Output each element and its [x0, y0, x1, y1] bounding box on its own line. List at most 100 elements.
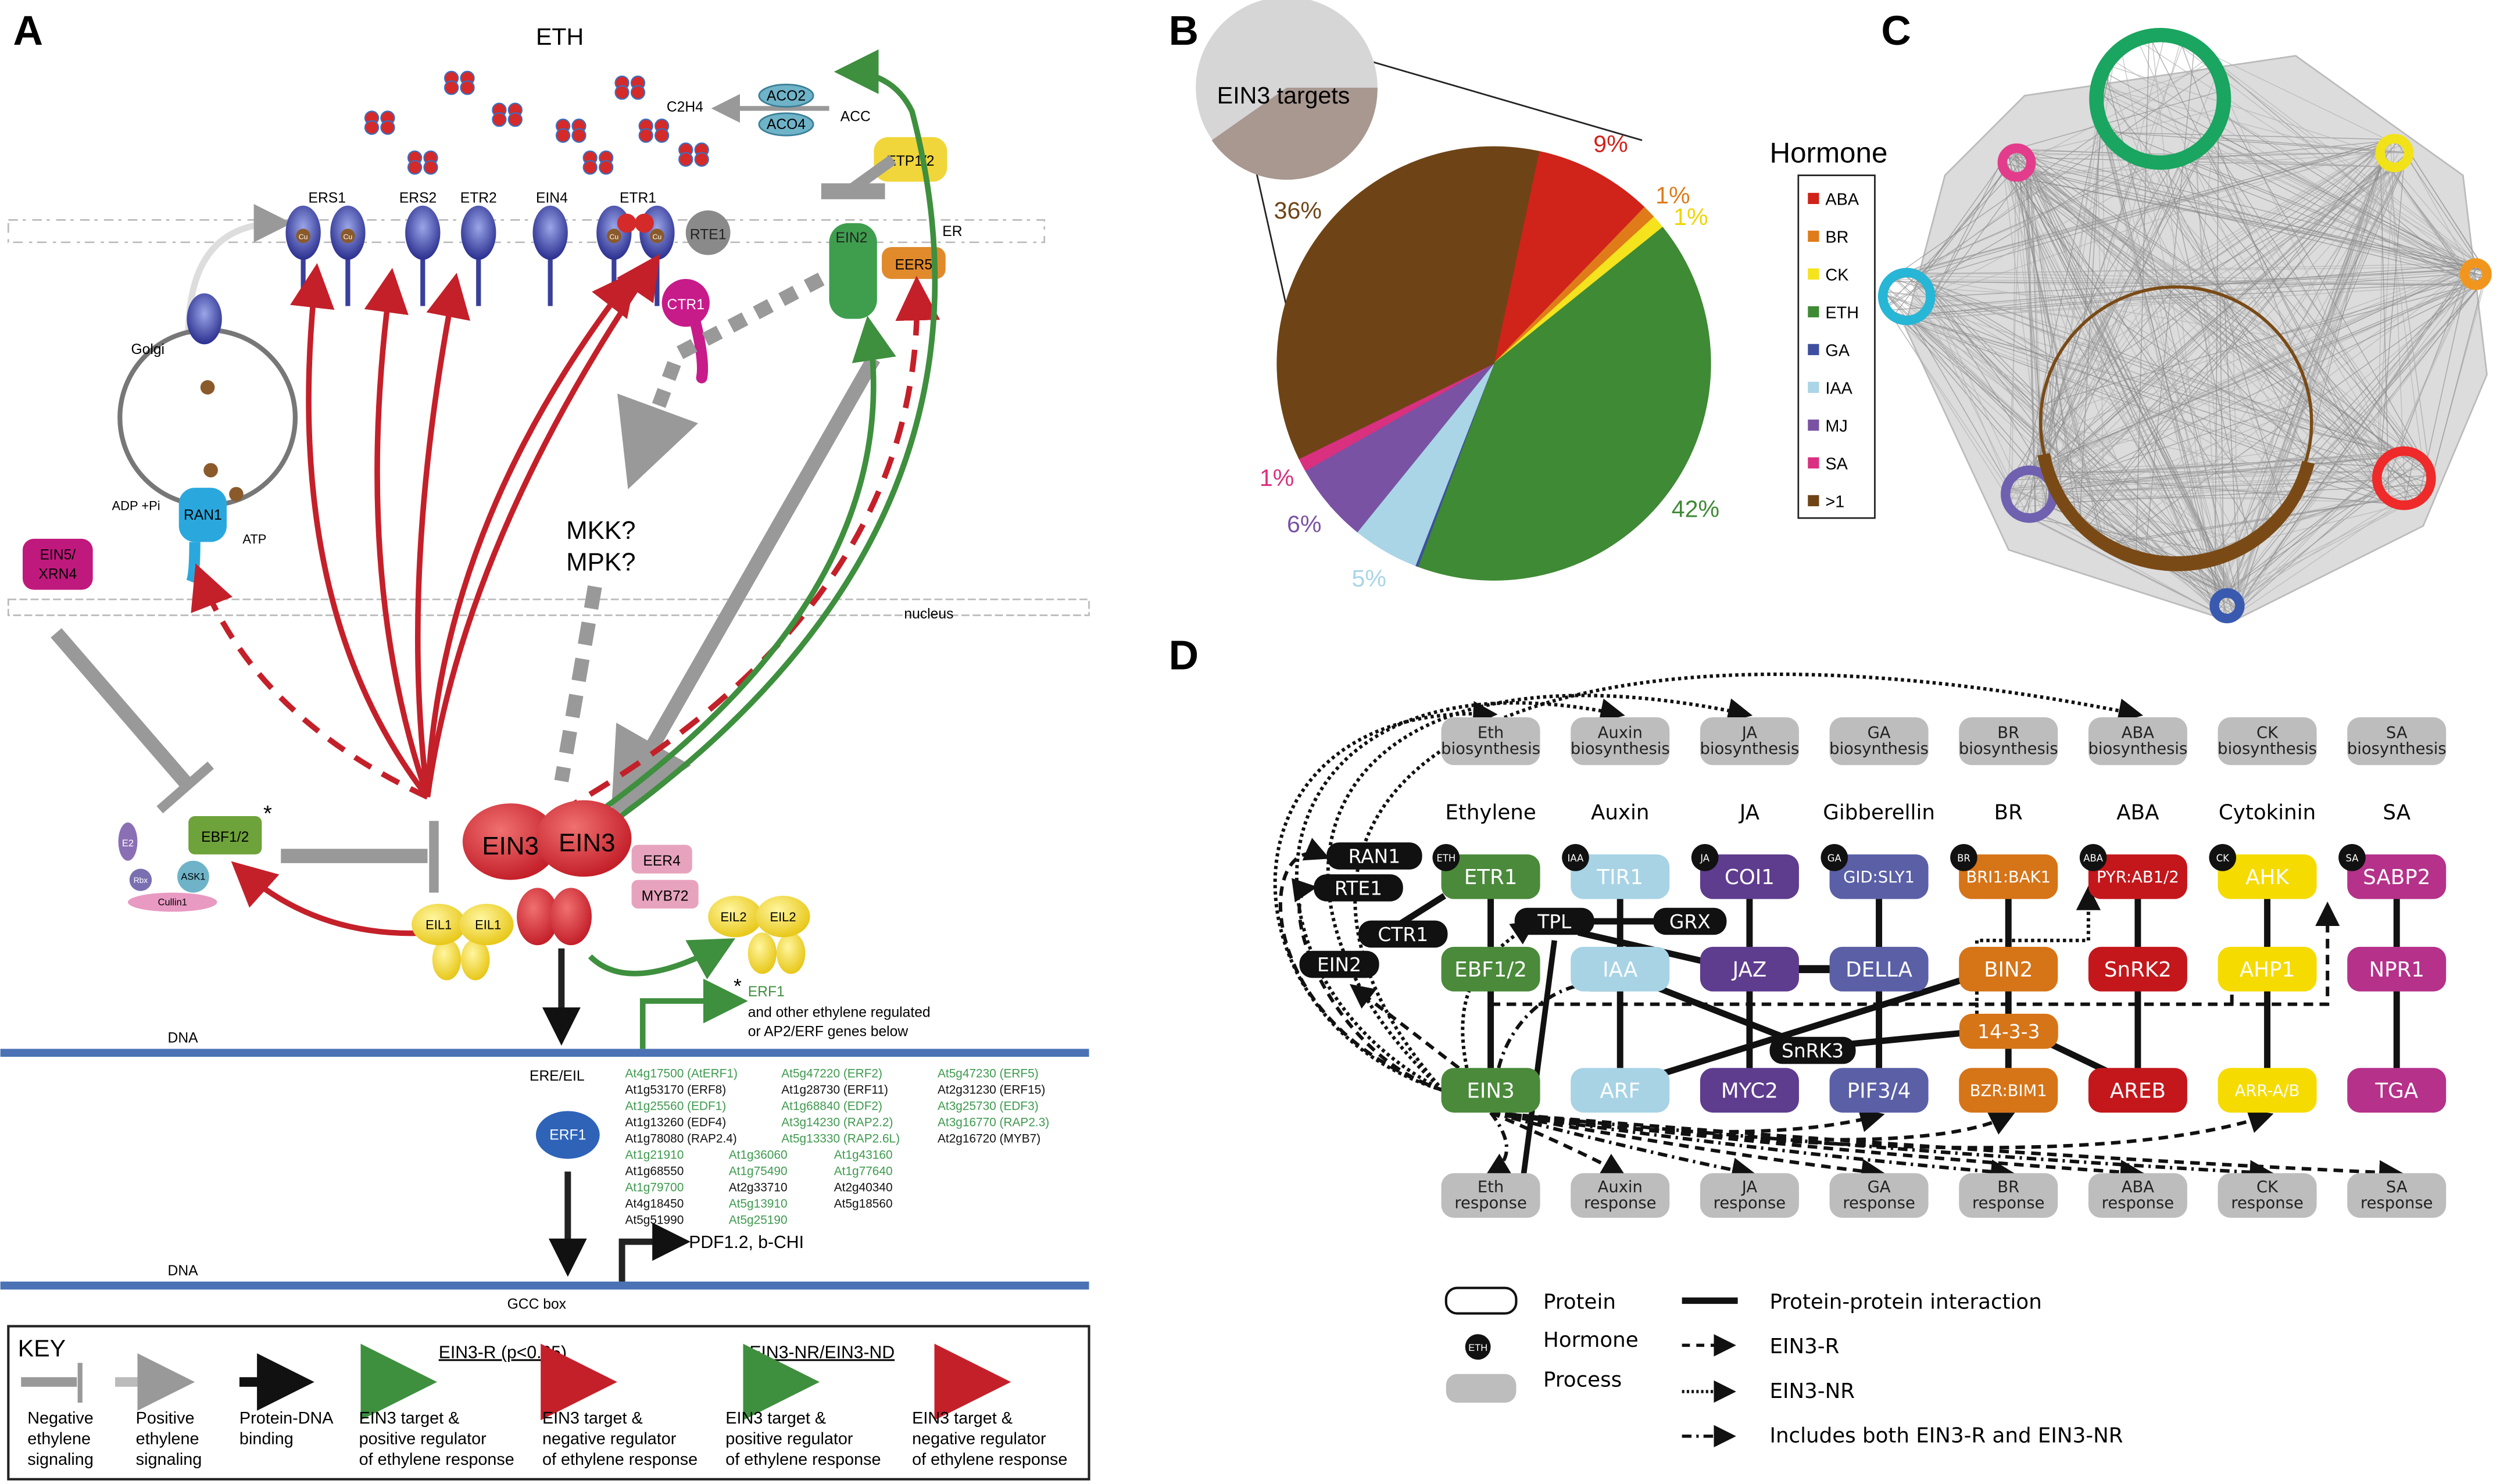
network-edge	[2153, 162, 2308, 455]
gene-id: At1g68550	[625, 1165, 684, 1178]
edge	[1485, 1111, 1512, 1177]
receptor-protein	[532, 205, 568, 260]
key-item-label: Protein-DNA	[239, 1409, 334, 1428]
legend-hormone-tag: ETH	[1468, 1343, 1487, 1353]
protein-arrab: ARR-A/B	[2218, 1068, 2317, 1113]
receptor-label: ETR1	[620, 190, 656, 206]
node-label: ETR1	[1464, 866, 1518, 889]
network-edge	[2040, 514, 2218, 615]
network-edge	[1925, 281, 2428, 465]
network-edge	[1920, 277, 2008, 484]
gene-id: At4g18450	[625, 1197, 684, 1211]
network-edge	[2305, 462, 2380, 467]
erf1-gene-label: ERF1	[748, 984, 785, 1000]
network-edge	[2105, 131, 2390, 140]
hormone-tag-label: JA	[1700, 853, 1710, 864]
gcc-box-label: GCC box	[507, 1296, 567, 1312]
gene-id: At5g47220 (ERF2)	[781, 1067, 882, 1081]
protein-tga: TGA	[2347, 1068, 2447, 1113]
network-edge	[2288, 163, 2385, 348]
gene-id: At1g77640	[834, 1165, 893, 1178]
network-edge	[2029, 169, 2215, 608]
dna-strand	[0, 1049, 1089, 1057]
hormone-tag-ga: GA	[1821, 844, 1848, 871]
acc-label: ACC	[841, 109, 871, 124]
ethylene-molecule	[614, 75, 646, 100]
eil2-label: EIL2	[720, 910, 746, 924]
node-label: BRI1:BAK1	[1966, 868, 2051, 886]
network-edge	[2214, 74, 2220, 609]
node-label: SA	[2386, 1178, 2408, 1196]
node-label: response	[2231, 1195, 2303, 1213]
network-edge	[2052, 72, 2103, 478]
network-edge	[2101, 309, 2395, 505]
aco2-enzyme	[758, 83, 814, 108]
node-label: JA	[1741, 724, 1758, 742]
network-edge	[2204, 144, 2391, 455]
network-edge	[2219, 294, 2225, 618]
network-edge	[2030, 159, 2465, 276]
network-edge	[1893, 148, 2022, 317]
network-edge	[1892, 277, 2224, 594]
key-item-label: negative regulator	[542, 1429, 677, 1448]
ethylene-molecule	[555, 119, 586, 143]
hormone-column-title: SA	[2383, 800, 2410, 824]
network-edge	[2016, 141, 2387, 178]
protein-ran1: RAN1	[1326, 842, 1422, 870]
panel-label-a: A	[13, 8, 43, 54]
ebf-star: *	[263, 801, 272, 826]
node-label: PYR:AB1/2	[2097, 868, 2179, 886]
network-edge	[2090, 272, 2465, 528]
network-edge	[2180, 159, 2486, 281]
network-edge	[1923, 139, 2390, 280]
ein2-label: EIN2	[836, 230, 868, 246]
network-edge	[2013, 263, 2480, 477]
edge	[1506, 1113, 2015, 1142]
network-edge	[2006, 152, 2216, 553]
gene-id: At1g25560 (EDF1)	[625, 1100, 727, 1113]
gene-id: At1g53170 (ERF8)	[625, 1084, 727, 1097]
protein-coi1: COI1	[1700, 854, 1799, 899]
gene-id: At5g25190	[729, 1213, 788, 1226]
key-item-label: signaling	[27, 1450, 94, 1469]
eer5-label: EER5	[895, 257, 932, 273]
network-edge	[1909, 140, 2387, 273]
key-item-label: of ethylene response	[359, 1450, 514, 1469]
panel-a-key: KEY EIN3-R (p<0.05) EIN3-NR/EIN3-ND Nega…	[7, 1325, 1090, 1481]
myb72-label: MYB72	[642, 888, 689, 904]
network-edge	[2037, 471, 2235, 617]
node-label: GID:SLY1	[1843, 868, 1915, 886]
network-edge	[2025, 174, 2063, 496]
gene-id: At1g79700	[625, 1181, 684, 1195]
node-label: response	[1584, 1195, 1656, 1213]
node-label: EIN3	[1467, 1079, 1514, 1103]
network-edge	[2110, 263, 2479, 542]
network-edge	[2024, 174, 2292, 353]
node-label: GA	[1868, 724, 1891, 742]
ein3-label: EIN3	[559, 828, 616, 857]
legend-ein3-nr: EIN3-NR	[1769, 1379, 1855, 1403]
legend-swatch	[1808, 192, 1819, 205]
panel-label-b: B	[1169, 8, 1199, 54]
legend-swatch	[1808, 381, 1819, 393]
e2-label: E2	[122, 838, 134, 849]
edge	[1461, 920, 1537, 1068]
network-edge	[2300, 165, 2402, 370]
network-edge	[2113, 142, 2234, 617]
network-edge	[2019, 138, 2211, 473]
pie-label: 36%	[1274, 197, 1322, 224]
ethylene-molecule	[364, 110, 395, 135]
key-item-label: of ethylene response	[912, 1450, 1067, 1469]
ebf-protein	[188, 816, 262, 854]
network-edge	[2177, 37, 2477, 264]
eil1-label: EIL1	[475, 918, 501, 932]
protein-ctr1: CTR1	[1358, 920, 1448, 948]
protein-etr1: ETR1	[1441, 854, 1540, 899]
gene-id: At5g47230 (ERF5)	[938, 1067, 1039, 1081]
mpk-label: MPK?	[566, 548, 635, 577]
legend-ein3-r: EIN3-R	[1769, 1335, 1839, 1358]
protein-tir1: TIR1	[1571, 854, 1670, 899]
network-edge	[2008, 149, 2023, 482]
